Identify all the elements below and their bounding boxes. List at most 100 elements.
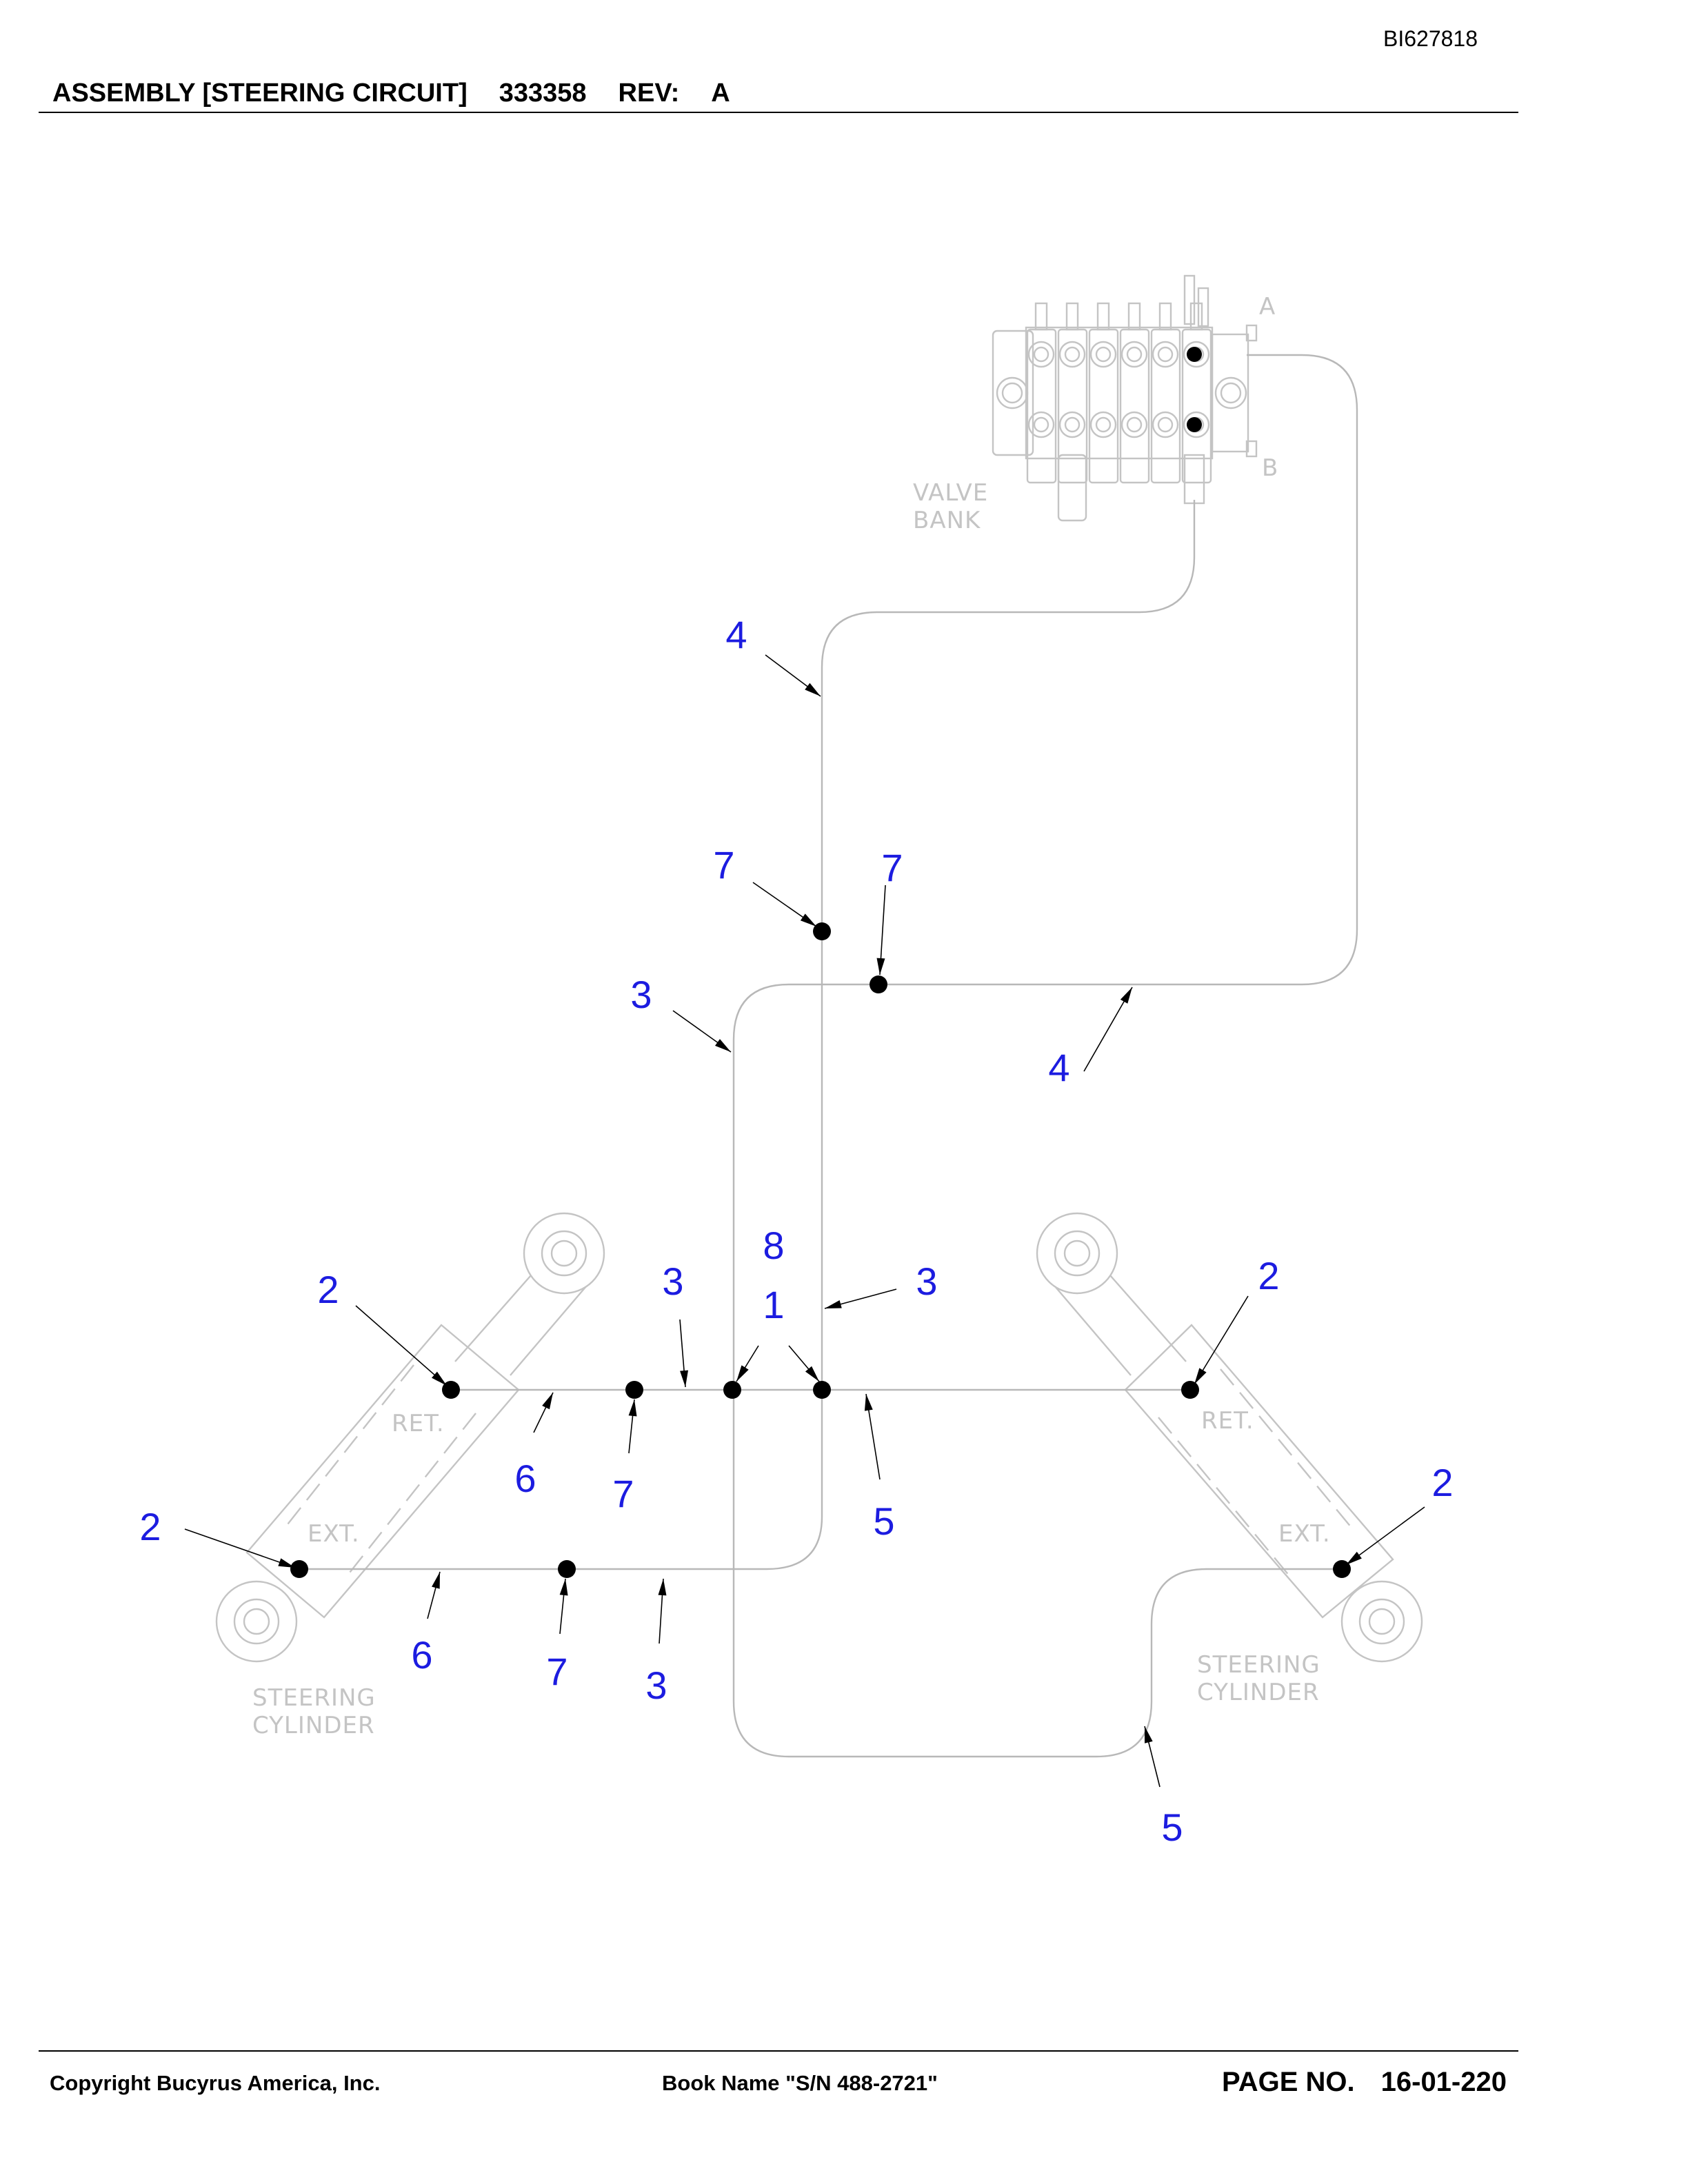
callout-label-2: 2 (1258, 1254, 1279, 1297)
valve-section (1119, 328, 1150, 484)
callout-arrowhead (432, 1572, 440, 1589)
valve-bank-outlet-body (1211, 333, 1249, 453)
callout-arrowhead (800, 913, 816, 927)
callout-label-1: 1 (763, 1283, 784, 1326)
valve-section (1088, 328, 1119, 484)
valve-work-port (1058, 411, 1086, 438)
valve-spool-cap (1158, 302, 1172, 331)
hydraulic-lines (299, 354, 1358, 1758)
left-ext-port-node (290, 1560, 308, 1578)
right-cylinder-rod-eye (1036, 1212, 1118, 1295)
callout-arrowhead (736, 1365, 749, 1382)
tee-node (813, 1381, 831, 1399)
port-a-label: A (1259, 293, 1276, 321)
callout-label-4: 4 (725, 613, 747, 656)
valve-work-port-inner (1033, 346, 1049, 363)
callout-label-7: 7 (881, 846, 903, 889)
callout-arrowhead (825, 1300, 842, 1308)
valve-spool-cap (1096, 302, 1110, 331)
callout-arrowhead (559, 1579, 568, 1596)
right-cylinder-base-eye (1340, 1580, 1423, 1663)
right-steering-cylinder: RET. EXT. STEERING CYLINDER (1036, 1212, 1423, 1706)
right-cylinder-base-pin (1368, 1608, 1396, 1635)
callout-label-3: 3 (630, 973, 652, 1016)
valve-bank-port-a-fitting (1245, 324, 1258, 342)
tube-joint-node (813, 922, 831, 940)
rev-value: A (711, 79, 730, 108)
right-cylinder-label-line2: CYLINDER (1197, 1679, 1320, 1706)
valve-spool-cap (1065, 302, 1079, 331)
tube-joint-node (558, 1560, 576, 1578)
valve-port-b-node (1187, 417, 1202, 432)
valve-bank-outlet-port-inner (1220, 382, 1242, 404)
left-cylinder-base-eye-inner (233, 1598, 280, 1645)
valve-bank-inlet-port-inner (1001, 382, 1023, 404)
valve-bank-foot (1057, 454, 1087, 522)
callout-label-2: 2 (1431, 1461, 1453, 1504)
callout-label-3: 3 (662, 1260, 683, 1303)
callout-label-8: 8 (763, 1224, 784, 1267)
valve-bank-inlet-body (992, 330, 1034, 456)
assembly-name: ASSEMBLY [STEERING CIRCUIT] (52, 79, 468, 108)
left-cylinder-rod-eye-inner (541, 1230, 587, 1277)
valve-bank-port-b-fitting (1245, 440, 1258, 458)
document-id: BI627818 (1383, 26, 1478, 51)
callout-label-2: 2 (139, 1505, 161, 1548)
footer-rule (39, 2050, 1518, 2052)
left-cylinder-label-line1: STEERING (252, 1684, 376, 1712)
valve-work-port-inner (1126, 416, 1143, 433)
valve-section (1026, 328, 1057, 484)
valve-section (1150, 328, 1181, 484)
valve-work-port (1152, 341, 1179, 368)
callout-arrowhead (278, 1558, 295, 1568)
rev-label: REV: (618, 79, 680, 108)
callout-leader (1194, 1295, 1249, 1385)
left-cylinder-barrel (245, 1324, 520, 1619)
callout-arrowhead (1346, 1551, 1362, 1565)
port-b-label: B (1262, 454, 1278, 482)
callout-arrowhead (658, 1579, 667, 1596)
valve-work-port (1089, 341, 1117, 368)
callout-arrowhead (542, 1393, 553, 1410)
callout-label-7: 7 (713, 843, 734, 887)
left-cylinder-ret-label: RET. (392, 1410, 445, 1437)
left-cylinder-base-eye (215, 1580, 298, 1663)
valve-spool-cap (1127, 302, 1141, 331)
page-number-value: 16-01-220 (1380, 2067, 1507, 2097)
valve-work-port (1183, 411, 1210, 438)
valve-work-port (1027, 411, 1055, 438)
callout-arrowhead (1120, 987, 1132, 1004)
right-cylinder-rod-edge-2 (1054, 1286, 1132, 1376)
tube-joint-node (870, 975, 887, 993)
callout-arrowhead (1145, 1726, 1153, 1743)
callout-label-4: 4 (1048, 1046, 1069, 1089)
right-cylinder-hidden-line-1 (1220, 1368, 1352, 1528)
valve-spool-cap (1189, 302, 1203, 331)
hose-valve-b-to-left-ext (299, 500, 1196, 1570)
left-cylinder-rod-pin (550, 1240, 578, 1267)
callout-arrowhead (805, 682, 821, 696)
right-ret-port-node (1181, 1381, 1199, 1399)
valve-bank-relief-stem-2 (1197, 287, 1209, 327)
footer-book-name: Book Name "S/N 488-2721" (662, 2071, 938, 2095)
callout-label-3: 3 (645, 1664, 667, 1707)
valve-work-port (1027, 341, 1055, 368)
valve-work-port (1183, 341, 1210, 368)
tee-node (723, 1381, 741, 1399)
valve-work-port (1089, 411, 1117, 438)
callout-label-7: 7 (546, 1650, 567, 1693)
right-cylinder-hidden-line-2 (1158, 1417, 1290, 1577)
callout-label-5: 5 (873, 1499, 894, 1543)
left-cylinder-ext-label: EXT. (308, 1520, 360, 1548)
header-rule (39, 112, 1518, 113)
valve-bank-lower-fitting (1183, 454, 1205, 505)
hose-valve-a-to-right-ext (732, 354, 1358, 1758)
right-cylinder-rod-eye-inner (1054, 1230, 1101, 1277)
callout-label-6: 6 (514, 1457, 536, 1500)
valve-work-port-inner (1157, 346, 1174, 363)
callout-arrowhead (680, 1370, 689, 1387)
callout-leader (184, 1528, 296, 1568)
right-cylinder-ret-label: RET. (1201, 1407, 1254, 1435)
